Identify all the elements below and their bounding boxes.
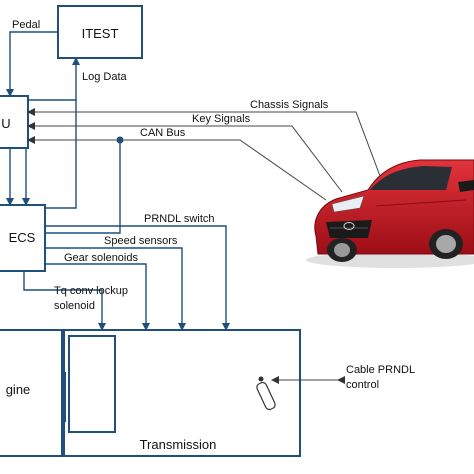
- key-signals-line: [27, 122, 343, 193]
- tq-conv-label-line2: solenoid: [54, 300, 95, 312]
- chassis-signals-label: Chassis Signals: [250, 99, 329, 111]
- ecu-label: U: [1, 116, 10, 131]
- car-image: [306, 159, 474, 268]
- tq-conv-label-line1: Tq conv lockup: [54, 285, 128, 297]
- pedal-line: [6, 31, 58, 97]
- chassis-signals-line: [27, 108, 381, 177]
- transmission-label: Transmission: [140, 437, 217, 452]
- ecs-label: ECS: [9, 230, 36, 245]
- engine-label: gine: [6, 382, 31, 397]
- log-data-line: [28, 57, 80, 101]
- ecs-log-line: [45, 100, 77, 209]
- speed-sensors-line: [45, 247, 186, 331]
- itest-label: ITEST: [82, 26, 119, 41]
- gear-solenoids-label: Gear solenoids: [64, 252, 138, 264]
- can-bus-junction: [116, 136, 124, 144]
- cable-prndl-label-line2: control: [346, 379, 379, 391]
- key-signals-label: Key Signals: [192, 113, 251, 125]
- ecs-block: [0, 204, 46, 272]
- can-bus-line: [27, 136, 327, 201]
- cable-prndl-label-line1: Cable PRNDL: [346, 364, 415, 376]
- prndl-shifter: [256, 376, 276, 411]
- gear-solenoids-line: [45, 263, 150, 331]
- pedal-label: Pedal: [12, 19, 40, 31]
- engine-coupling: [62, 372, 66, 422]
- tq-conv-line: [23, 271, 106, 331]
- speed-sensors-label: Speed sensors: [104, 235, 178, 247]
- can-bus-drop-line: [45, 140, 121, 234]
- torque-converter: [68, 335, 116, 433]
- can-bus-label: CAN Bus: [140, 127, 186, 139]
- prndl-switch-label: PRNDL switch: [144, 213, 215, 225]
- prndl-switch-line: [45, 225, 230, 331]
- engine-block: [0, 329, 63, 457]
- ecu-block: [0, 95, 29, 149]
- log-data-label: Log Data: [82, 71, 128, 83]
